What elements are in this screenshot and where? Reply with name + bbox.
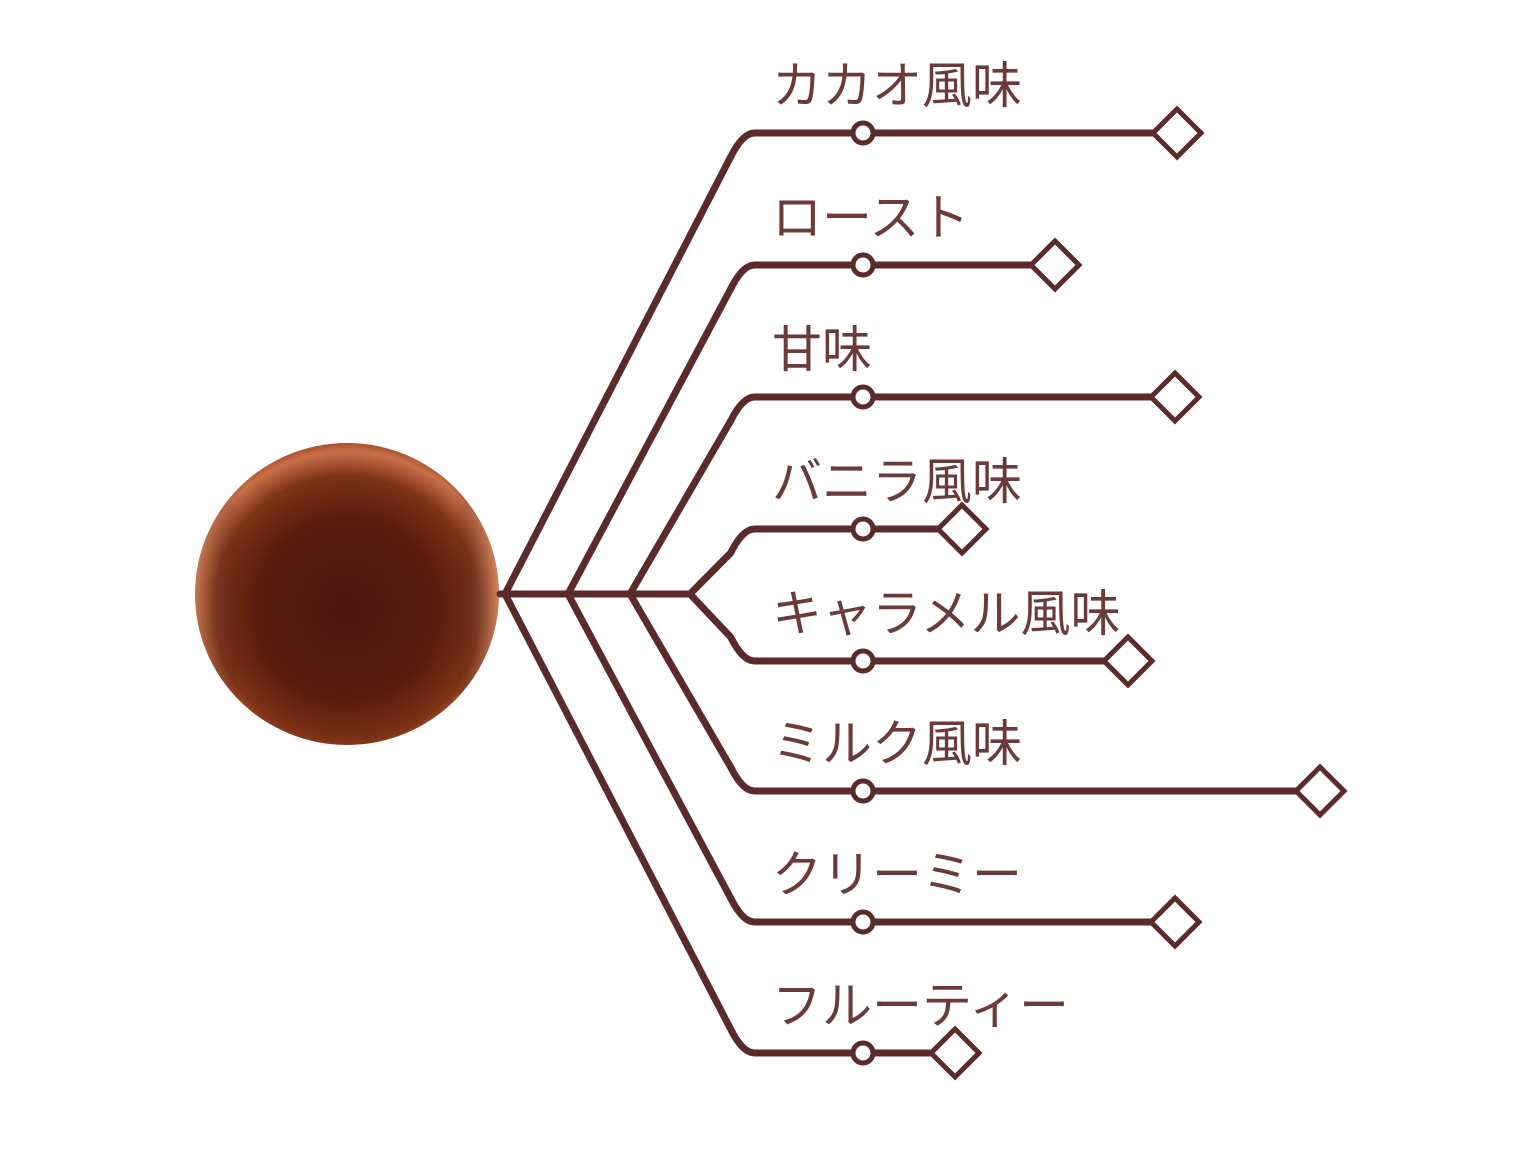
origin-circle-icon (850, 516, 876, 542)
branch-line (501, 590, 935, 1057)
value-diamond-icon (1147, 894, 1203, 950)
value-diamond-icon (1149, 105, 1205, 161)
branch-line (501, 129, 1157, 598)
category-label: バニラ風味 (772, 453, 1022, 511)
branch-line (626, 590, 1300, 795)
origin-circle-icon (850, 909, 876, 935)
category-label: カカオ風味 (772, 57, 1022, 115)
branch-line (564, 590, 1155, 926)
chocolate-ball-icon (195, 443, 499, 745)
branch-line (686, 525, 942, 598)
markers (850, 105, 1348, 1081)
origin-circle-icon (850, 1040, 876, 1066)
branch-line (626, 393, 1155, 598)
origin-circle-icon (850, 384, 876, 410)
category-label: フルーティー (772, 977, 1069, 1035)
value-diamond-icon (1100, 633, 1156, 689)
category-label: クリーミー (772, 846, 1022, 904)
origin-circle-icon (850, 778, 876, 804)
origin-circle-icon (850, 120, 876, 146)
category-label: キャラメル風味 (772, 585, 1121, 643)
value-diamond-icon (1147, 369, 1203, 425)
value-diamond-icon (927, 1025, 983, 1081)
branch-line (686, 590, 1108, 665)
branch-line (564, 261, 1035, 598)
value-diamond-icon (1292, 763, 1348, 819)
category-label: 甘味 (772, 321, 872, 379)
origin-circle-icon (850, 648, 876, 674)
origin-circle-icon (850, 252, 876, 278)
value-diamond-icon (1027, 237, 1083, 293)
branches (496, 129, 1300, 1057)
category-label: ミルク風味 (772, 715, 1022, 773)
category-label: ロースト (772, 189, 970, 247)
value-diamond-icon (934, 501, 990, 557)
